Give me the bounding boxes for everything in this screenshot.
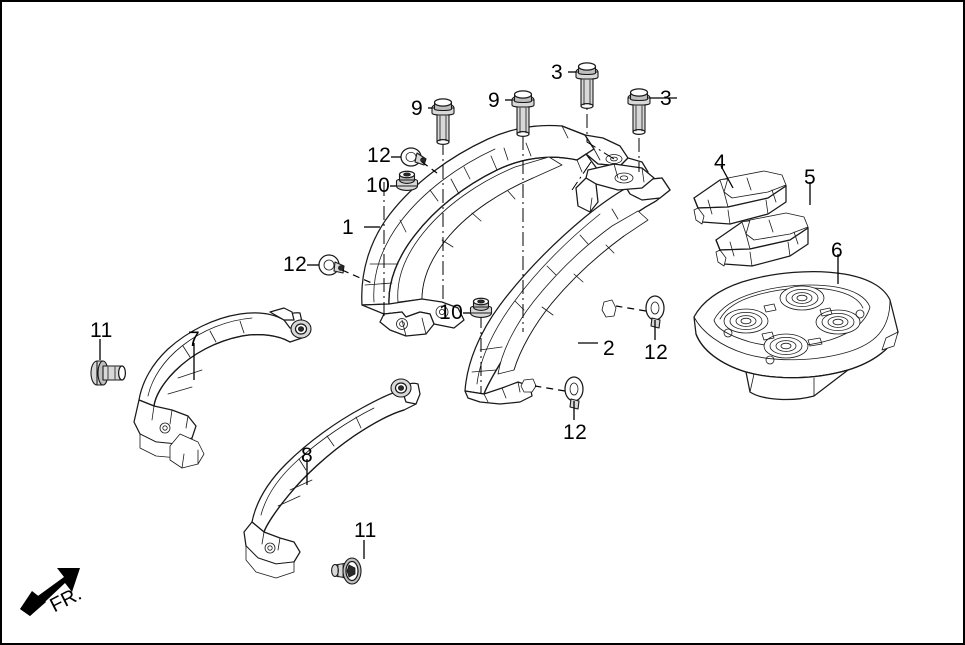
callout-label-12b: 12	[283, 253, 308, 276]
callout-label-2: 2	[603, 337, 616, 360]
part-bracket-arm-lower	[243, 378, 421, 579]
fastener-pivot-bolt-11a	[90, 360, 127, 386]
callout-label-10b: 10	[439, 301, 464, 324]
callout-label-10a: 10	[366, 174, 391, 197]
fastener-flange-nut-10a	[395, 170, 419, 191]
clip-leader-12d	[534, 385, 566, 392]
fastener-flange-bolt-9a	[431, 98, 455, 146]
callout-label-3a: 3	[551, 61, 564, 84]
callout-label-12a: 12	[367, 144, 392, 167]
fastener-flange-bolt-9b	[511, 90, 535, 138]
boss-2	[723, 308, 769, 334]
clip-leader-12c	[615, 305, 647, 312]
fastener-push-clip-12a	[400, 147, 427, 167]
callout-label-12d: 12	[563, 421, 588, 444]
front-direction-arrow	[20, 568, 80, 616]
callout-label-12c: 12	[644, 341, 669, 364]
clip-leader-12a	[421, 161, 438, 174]
part-step-pad-upper	[693, 170, 787, 225]
boss-1	[779, 285, 825, 311]
fastener-flange-bolt-3b	[627, 88, 651, 136]
part-grab-rail-right	[464, 163, 671, 405]
part-rear-carrier-panel	[693, 271, 899, 401]
part-bracket-arm-upper	[133, 307, 312, 469]
callout-label-11a: 11	[90, 319, 113, 342]
boss-4	[763, 333, 809, 359]
leader-4	[720, 165, 734, 189]
fastener-flange-nut-10b	[469, 297, 493, 318]
callout-label-9a: 9	[411, 97, 424, 120]
boss-3	[815, 309, 861, 335]
part-step-pad-lower	[715, 212, 809, 267]
callout-label-1: 1	[342, 216, 355, 239]
callout-label-8: 8	[301, 444, 314, 467]
fastener-push-clip-12b	[318, 254, 345, 276]
fastener-flange-bolt-3a	[575, 62, 599, 110]
callout-label-3b: 3	[660, 87, 673, 110]
callout-leader-lines	[99, 71, 839, 559]
callout-label-4: 4	[714, 151, 727, 174]
callout-label-6: 6	[831, 239, 844, 262]
callout-label-11b: 11	[354, 519, 377, 542]
clip-leader-12b	[341, 269, 375, 285]
callout-label-9b: 9	[488, 89, 501, 112]
fastener-cross-head-screw-11b	[331, 557, 362, 585]
callout-label-7: 7	[188, 328, 201, 351]
callout-label-5: 5	[804, 166, 817, 189]
